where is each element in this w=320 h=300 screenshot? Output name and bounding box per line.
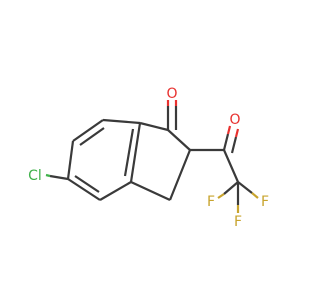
fluorine-label-left: F: [207, 194, 215, 210]
ring-bond: [168, 149, 192, 201]
ring-bond: [167, 129, 191, 151]
cf3-bond: [222, 149, 240, 183]
ring-bond: [99, 181, 132, 201]
acyl-carbonyl-double-bond: [230, 136, 238, 154]
aromatic-double-bond: [123, 128, 135, 177]
chemical-structure-diagram: O O Cl F F F: [28, 86, 269, 230]
cf-bond: [251, 192, 259, 199]
acyl-carbonyl-double-bond: [222, 133, 230, 151]
acyl-carbonyl-double-bond: [234, 128, 240, 138]
ketone-oxygen-label: O: [166, 86, 177, 102]
cf-bond: [223, 181, 239, 195]
aromatic-double-bond: [74, 175, 100, 193]
fluorine-label-right: F: [261, 194, 269, 210]
ccl-bond: [49, 174, 69, 181]
acyl-oxygen-label: O: [229, 112, 240, 128]
ring-bond: [66, 140, 75, 180]
fluorine-label-bottom: F: [234, 214, 242, 230]
aromatic-double-bond: [79, 127, 105, 146]
ring-bond: [72, 119, 104, 142]
ring-bond: [139, 121, 169, 132]
cf-bond: [217, 193, 225, 199]
chlorine-label: Cl: [28, 168, 42, 184]
ring-bond: [129, 122, 142, 183]
ccl-bond: [45, 173, 51, 178]
acyl-carbonyl-double-bond: [226, 125, 232, 135]
ring-bond: [102, 118, 141, 125]
cf-bond: [237, 181, 253, 194]
ring-bond: [67, 178, 101, 201]
ring-bond: [130, 181, 171, 201]
